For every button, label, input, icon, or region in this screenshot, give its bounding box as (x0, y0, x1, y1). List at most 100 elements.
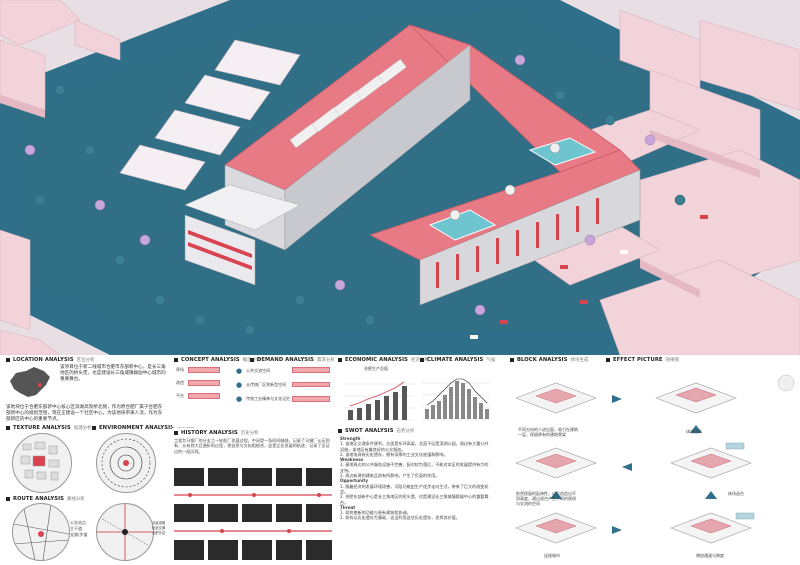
texture-diagram (12, 433, 72, 493)
swot-strength-label: Strength (340, 436, 361, 441)
climate-header: CLIMATE ANALYSIS 气候分析 (420, 357, 504, 363)
header-marker-icon (510, 358, 514, 362)
swot-threat-1: 1. 如何使新的功能与原有建筑相协调。 (340, 510, 411, 516)
concept-bar (188, 380, 220, 386)
header-marker-icon (250, 358, 254, 362)
concept-header: CONCEPT ANALYSIS 概念分析 (174, 357, 261, 363)
demand-bars (292, 367, 332, 402)
texture-title: TEXTURE ANALYSIS (13, 425, 71, 431)
swot-strength-2: 2. 该地块具有历史遗存，拥有深厚的工业文化底蕴和影响。 (340, 451, 448, 457)
swot-strength-1: 1. 该地区交通条件便利，左面是东环高架，北面不远是滨湖公园，周边有大量公共设施… (340, 441, 489, 452)
swot-weakness-label: Weakness (340, 457, 364, 463)
header-marker-icon (338, 429, 342, 433)
history-title-cn: 历史分析 (240, 431, 259, 436)
block-caption-6: 增加通道与跨度 (696, 553, 724, 558)
header-marker-icon (6, 358, 10, 362)
climate-title-cn: 气候分析 (486, 357, 504, 363)
block-caption-3: 依然保留的延伸性，以及创造出不同高度，通过退台产生不同的视线与交流的空间 (516, 491, 576, 506)
demand-row-label: 公共交流空间 (246, 368, 271, 373)
concept-bar (188, 367, 220, 373)
economic-title: ECONOMIC ANALYSIS (345, 357, 408, 363)
block-caption-2: 体块拉升 (686, 429, 702, 434)
header-marker-icon (174, 431, 178, 435)
route-legend: 公交站点 主干道 支路/步道 (70, 520, 96, 538)
concept-title: CONCEPT ANALYSIS (181, 357, 240, 363)
effect-header: EFFECT PICTURE 效果图 (606, 357, 679, 363)
concept-demand-panel: CONCEPT ANALYSIS 概念分析 原场 改造 平台 DEMAND AN… (172, 355, 335, 427)
china-map (6, 365, 54, 401)
block-caption-5: 连接城市 (544, 553, 560, 558)
concept-rows: 原场 改造 平台 (176, 367, 228, 399)
location-panel: LOCATION ANALYSIS 区位分析 该项目位于新二线城市合肥市东部新中… (0, 355, 195, 565)
block-title-cn: 体块生成 (570, 358, 589, 363)
block-effect-panel: BLOCK ANALYSIS 体块生成 EFFECT PICTURE 效果图 (496, 355, 800, 565)
aerial-render (0, 0, 800, 355)
swot-opportunity-1: 1. 随着经济的发展环境改善，河段功能由生产逐步走向生活，带来了巨大的改变机会。 (340, 483, 489, 494)
climate-title: CLIMATE ANALYSIS (427, 357, 484, 363)
demand-bar (292, 396, 330, 402)
economic-chart-title: 合肥生产总值 (364, 366, 388, 371)
swot-threat-2: 2. 如何以历史遗存为基础，适当利用这些历史遗存，发挥其价值。 (340, 515, 460, 521)
legend-item: 主干道 (70, 526, 82, 531)
route-diagram-2 (96, 503, 154, 561)
history-title: HISTORY ANALYSIS (181, 430, 238, 436)
effect-title: EFFECT PICTURE (613, 357, 663, 363)
location-header: LOCATION ANALYSIS 区位分析 (6, 357, 95, 363)
legend-item: 轨道交通 (152, 526, 166, 530)
legend-item: 合肥东站 (152, 531, 166, 535)
swot-title: SWOT ANALYSIS (345, 428, 394, 434)
swot-header: SWOT ANALYSIS 态势分析 (338, 428, 415, 434)
route-header: ROUTE ANALYSIS 路线分析 (6, 496, 85, 502)
history-header: HISTORY ANALYSIS 历史分析 (174, 430, 259, 436)
block-header: BLOCK ANALYSIS 体块生成 (510, 357, 589, 363)
legend-item: 支路/步道 (70, 532, 88, 537)
demand-bar (292, 381, 330, 388)
header-marker-icon (92, 426, 96, 430)
demand-row-label: 从传统厂区到新型空间 (246, 382, 287, 387)
concept-row-label: 改造 (176, 380, 184, 385)
block-caption-4: 体块退台 (728, 491, 744, 496)
block-diagrams (515, 374, 795, 544)
location-paragraph-2: 该地块位于合肥东部新中心核心区滨湖高架桥北侧，作为原合肥厂属于合肥东部新中心的规… (6, 405, 163, 423)
concept-bar (188, 393, 220, 399)
axonometric-site-drawing (0, 0, 800, 355)
location-title: LOCATION ANALYSIS (13, 357, 74, 363)
header-marker-icon (174, 358, 178, 362)
history-photo-grid (174, 468, 332, 563)
route-title: ROUTE ANALYSIS (13, 496, 64, 502)
person-icon: ● (236, 367, 243, 375)
environment-title: ENVIRONMENT ANALYSIS (99, 425, 174, 431)
block-caption-1: 不同方向的人进出面，吸引在建筑一层，保留原有的建筑骨架 (518, 427, 578, 437)
location-title-cn: 区位分析 (76, 358, 95, 363)
demand-header: DEMAND ANALYSIS 需求分析 (250, 357, 335, 363)
economic-header: ECONOMIC ANALYSIS 经济分析 (338, 357, 429, 363)
route-title-cn: 路线分析 (66, 497, 85, 502)
demand-title-cn: 需求分析 (317, 358, 335, 363)
concept-row-label: 原场 (176, 367, 184, 372)
person-icon: ● (236, 395, 243, 403)
climate-chart (420, 369, 492, 424)
demand-bar (292, 367, 330, 373)
swot-threat-label: Threat (340, 504, 356, 510)
swot-title-cn: 态势分析 (396, 429, 415, 434)
concept-row-label: 平台 (176, 393, 184, 398)
demand-rows: ●公共交流空间 ●从传统厂区到新型空间 ●传统工业精神与文化记忆 (236, 367, 332, 403)
block-title: BLOCK ANALYSIS (517, 357, 568, 363)
texture-header: TEXTURE ANALYSIS 肌理分析 (6, 425, 92, 431)
legend-item: 公交站点 (70, 520, 86, 525)
swot-content: Strength 1. 该地区交通条件便利，左面是东环高架，北面不远是滨湖公园，… (340, 436, 492, 521)
history-paragraph: 工程为马钢厂的分支之一轮船厂发展过程，中间是一条时间轴线，记录了马钢厂从无到有、… (174, 438, 330, 454)
legend-item: 次级道路 (152, 521, 166, 525)
economic-chart (340, 372, 416, 424)
economic-title-cn: 经济分析 (411, 357, 429, 363)
header-marker-icon (338, 358, 342, 362)
header-marker-icon (6, 497, 10, 501)
swot-weakness-2: 2. 周边新建的建筑品质有所影响，产生了负面的作用。 (340, 473, 440, 479)
route-diagram-1 (12, 503, 70, 561)
effect-title-cn: 效果图 (665, 358, 680, 363)
header-marker-icon (420, 358, 424, 362)
route-legend-2: 次级道路 轨道交通 合肥东站 (152, 520, 170, 535)
swot-opportunity-label: Opportunity (340, 478, 368, 484)
history-panel: HISTORY ANALYSIS 历史分析 工程为马钢厂的分支之一轮船厂发展过程… (172, 428, 334, 565)
